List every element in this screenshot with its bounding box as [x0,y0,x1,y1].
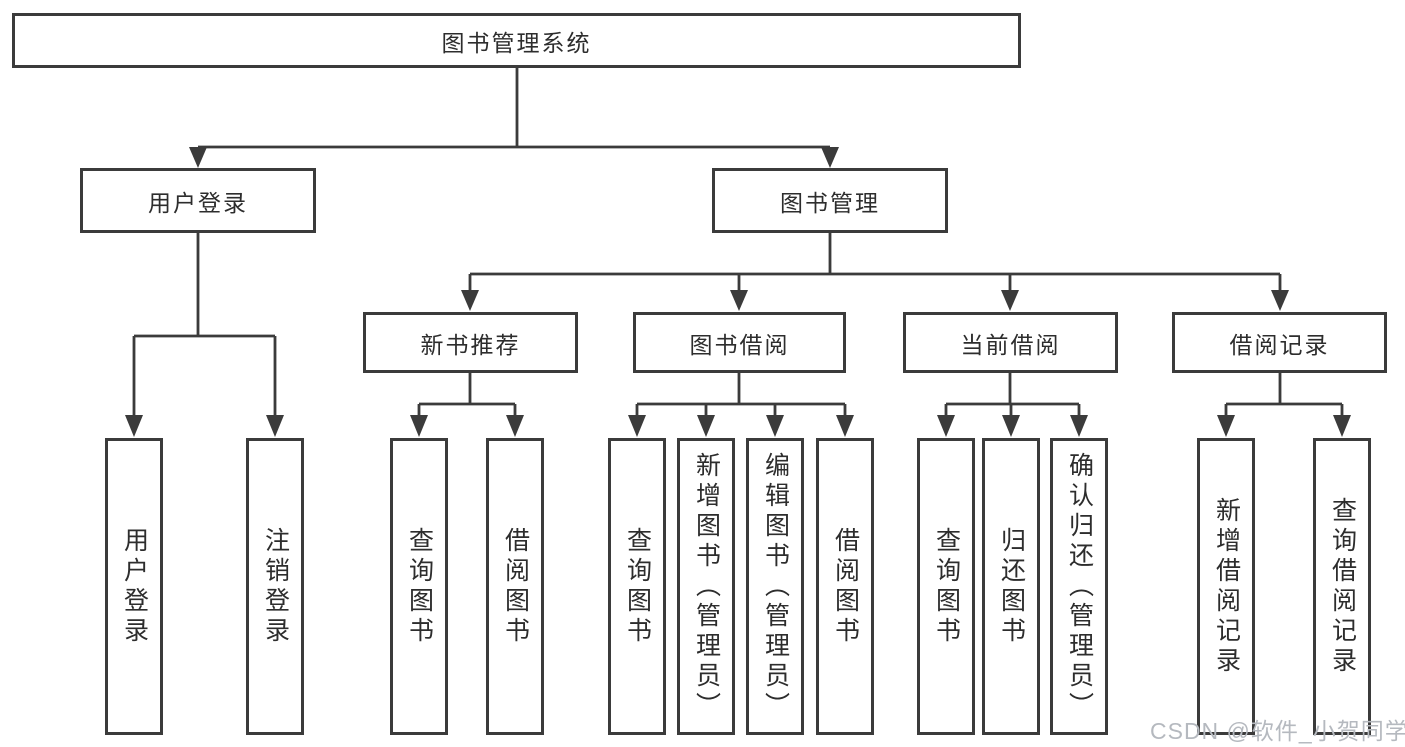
node-user-login-label: 用户登录 [148,189,248,216]
node-book-borrow-label: 图书借阅 [689,331,790,358]
node-book-borrow: 图书借阅 [633,312,846,373]
leaf-add-borrow-record-label: 新增借阅记录 [1212,496,1241,677]
leaf-add-book-admin-label: 新增图书（管理员） [692,451,721,722]
node-borrow-records-label: 借阅记录 [1229,331,1330,358]
leaf-borrow-book-2: 借阅图书 [816,438,874,735]
leaf-borrow-book-1: 借阅图书 [486,438,544,735]
node-root-label: 图书管理系统 [441,29,592,56]
connector-root-to-level2 [198,68,830,149]
leaf-query-book-1-label: 查询图书 [405,526,434,647]
leaf-query-book-2-label: 查询图书 [623,526,652,647]
connector-user-login-arrowheads [125,415,284,437]
leaf-query-book-3: 查询图书 [917,438,975,735]
leaf-logout: 注销登录 [246,438,304,735]
connector-borrow-records [1224,373,1344,416]
connector-book-borrow [635,373,847,416]
leaf-query-book-3-label: 查询图书 [932,526,961,647]
connector-root-arrowheads [189,147,839,168]
leaf-edit-book-admin-label: 编辑图书（管理员） [761,451,790,722]
leaf-query-book-1: 查询图书 [390,438,448,735]
connector-new-book-recommend [417,373,517,416]
leaf-borrow-book-1-label: 借阅图书 [501,526,530,647]
node-new-book-recommend-label: 新书推荐 [420,331,521,358]
connector-new-book-recommend-arrowheads [410,415,524,437]
leaf-return-book-label: 归还图书 [997,526,1026,647]
leaf-confirm-return-admin: 确认归还（管理员） [1050,438,1108,735]
leaf-add-borrow-record: 新增借阅记录 [1197,438,1255,735]
leaf-confirm-return-admin-label: 确认归还（管理员） [1065,451,1094,722]
leaf-edit-book-admin: 编辑图书（管理员） [746,438,804,735]
leaf-query-borrow-record: 查询借阅记录 [1313,438,1371,735]
leaf-query-book-2: 查询图书 [608,438,666,735]
connector-current-borrow-arrowheads [937,415,1088,437]
node-user-login: 用户登录 [80,168,316,233]
connector-current-borrow [944,373,1081,416]
connector-borrow-records-arrowheads [1217,415,1351,437]
node-root: 图书管理系统 [12,13,1021,68]
leaf-borrow-book-2-label: 借阅图书 [831,526,860,647]
leaf-user-login-label: 用户登录 [120,526,149,647]
watermark-text: CSDN @软件_小贺同学 [1150,718,1405,744]
connector-book-management [468,233,1282,292]
connector-book-borrow-arrowheads [628,415,854,437]
node-book-management-label: 图书管理 [780,189,880,216]
leaf-logout-label: 注销登录 [261,526,290,647]
node-new-book-recommend: 新书推荐 [363,312,578,373]
node-borrow-records: 借阅记录 [1172,312,1387,373]
leaf-user-login: 用户登录 [105,438,163,735]
connector-book-management-arrowheads [461,290,1289,311]
node-book-management: 图书管理 [712,168,948,233]
leaf-return-book: 归还图书 [982,438,1040,735]
leaf-query-borrow-record-label: 查询借阅记录 [1328,496,1357,677]
leaf-add-book-admin: 新增图书（管理员） [677,438,735,735]
node-current-borrow: 当前借阅 [903,312,1118,373]
node-current-borrow-label: 当前借阅 [960,331,1061,358]
connector-user-login [132,233,277,416]
